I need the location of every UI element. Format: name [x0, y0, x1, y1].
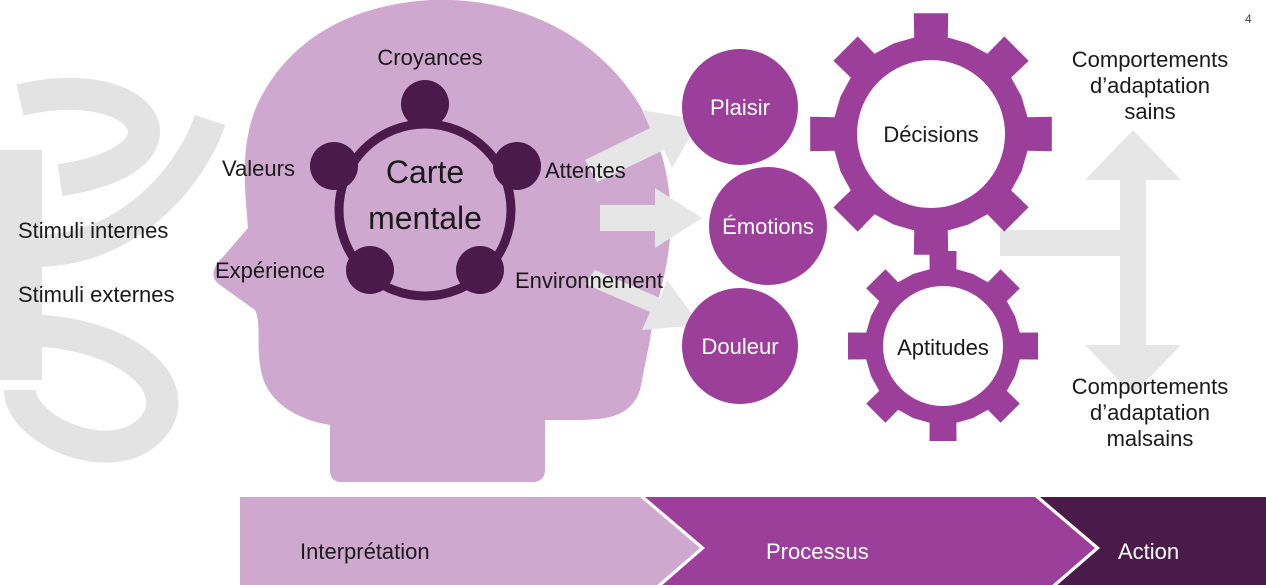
stimuli-swirl	[4, 77, 226, 463]
phase-action-band	[1040, 497, 1266, 585]
circle-plaisir	[682, 49, 798, 165]
outcome-unhealthy: Comportements d’adaptation malsains	[1072, 374, 1229, 452]
node-valeurs	[310, 142, 358, 190]
page-number: 4	[1245, 12, 1252, 26]
outcome-fork-arrow	[1000, 130, 1181, 395]
gear-hub	[857, 60, 1005, 208]
node-experience	[346, 246, 394, 294]
node-croyances	[401, 80, 449, 128]
node-attentes	[493, 142, 541, 190]
outcome-healthy-line2: d’adaptation	[1090, 73, 1210, 98]
feeling-arrows	[585, 110, 702, 330]
stimuli-external-label: Stimuli externes	[18, 282, 175, 307]
phase-interpretation-band	[240, 497, 700, 585]
gear-aptitudes-label: Aptitudes	[897, 335, 989, 360]
phase-interpretation-label: Interprétation	[300, 539, 430, 564]
node-environnement	[456, 246, 504, 294]
phase-processus-band	[645, 497, 1095, 585]
feeling-plaisir-label: Plaisir	[710, 95, 770, 120]
mental-map-nodes	[310, 80, 541, 294]
gear-decisions	[810, 13, 1052, 255]
mental-map-title-line1: Carte	[385, 154, 465, 190]
circle-douleur	[682, 288, 798, 404]
head-silhouette	[213, 0, 671, 482]
gear-decisions-label: Décisions	[883, 122, 979, 147]
label-croyances: Croyances	[377, 45, 483, 70]
feeling-circles	[682, 49, 827, 404]
label-environnement: Environnement	[515, 268, 663, 293]
gear-hub	[883, 286, 1003, 406]
feeling-douleur-label: Douleur	[701, 334, 779, 359]
outcome-unhealthy-line3: malsains	[1106, 426, 1194, 451]
phase-action-label: Action	[1118, 539, 1180, 564]
mental-map-title-line2: mentale	[368, 200, 482, 236]
phase-processus-label: Processus	[766, 539, 869, 564]
outcome-unhealthy-line2: d’adaptation	[1090, 400, 1210, 425]
circle-emotions	[709, 167, 827, 285]
outcome-unhealthy-line1: Comportements	[1071, 374, 1229, 399]
outcome-healthy-line1: Comportements	[1071, 47, 1229, 72]
label-experience: Expérience	[215, 258, 326, 283]
stimuli-bar-left	[0, 150, 42, 380]
label-valeurs: Valeurs	[222, 156, 295, 181]
label-attentes: Attentes	[545, 158, 626, 183]
outcome-healthy: Comportements d’adaptation sains	[1072, 47, 1229, 125]
gear-aptitudes	[848, 251, 1038, 441]
outcome-healthy-line3: sains	[1124, 99, 1176, 124]
stimuli-internal-label: Stimuli internes	[18, 218, 169, 243]
feeling-emotions-label: Émotions	[722, 214, 814, 239]
